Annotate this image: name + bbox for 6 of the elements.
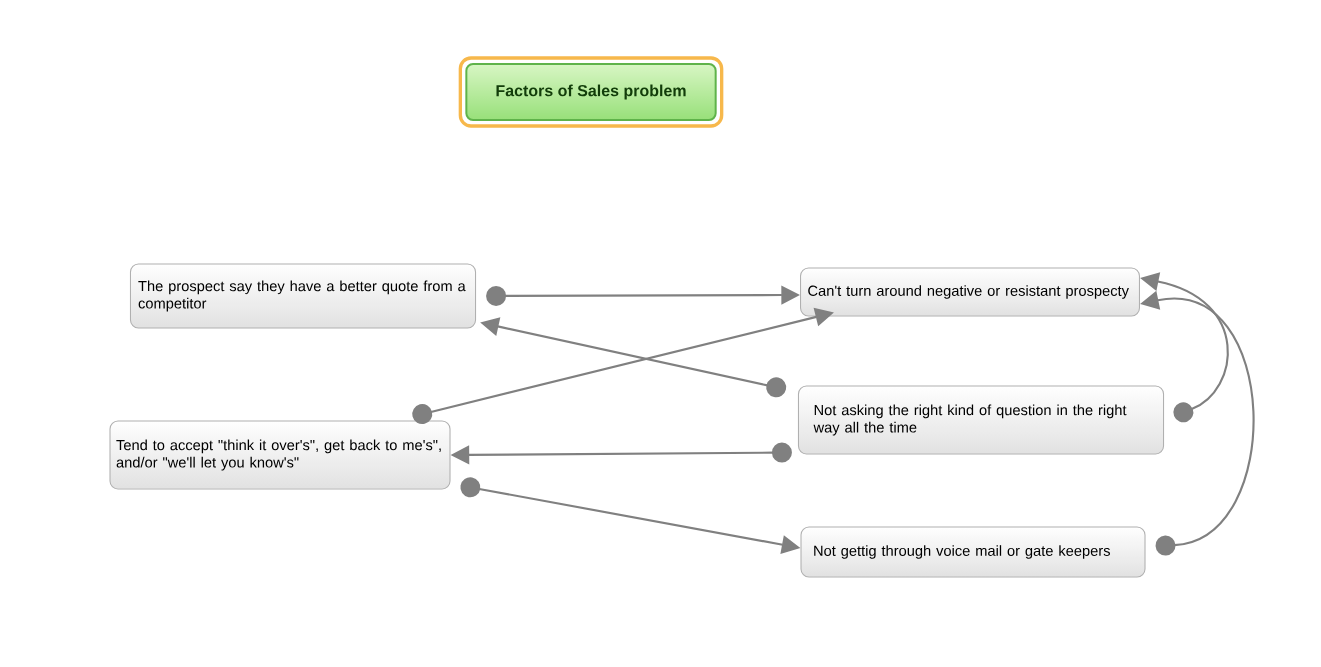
- process-box: The prospect say they have a better quote from a competitor: [129, 263, 477, 329]
- process-box: Not asking the right kind of question in the right way all the time: [797, 385, 1165, 455]
- title-box: Factors of Sales problem: [458, 56, 724, 128]
- process-box: Can't turn around negative or resistant prospecty: [800, 267, 1140, 317]
- process-box: Not gettig through voice mail or gate keepers: [800, 526, 1146, 578]
- process-box: Tend to accept "think it over's", get back to me's", and/or "we'll let you know's": [109, 420, 451, 490]
